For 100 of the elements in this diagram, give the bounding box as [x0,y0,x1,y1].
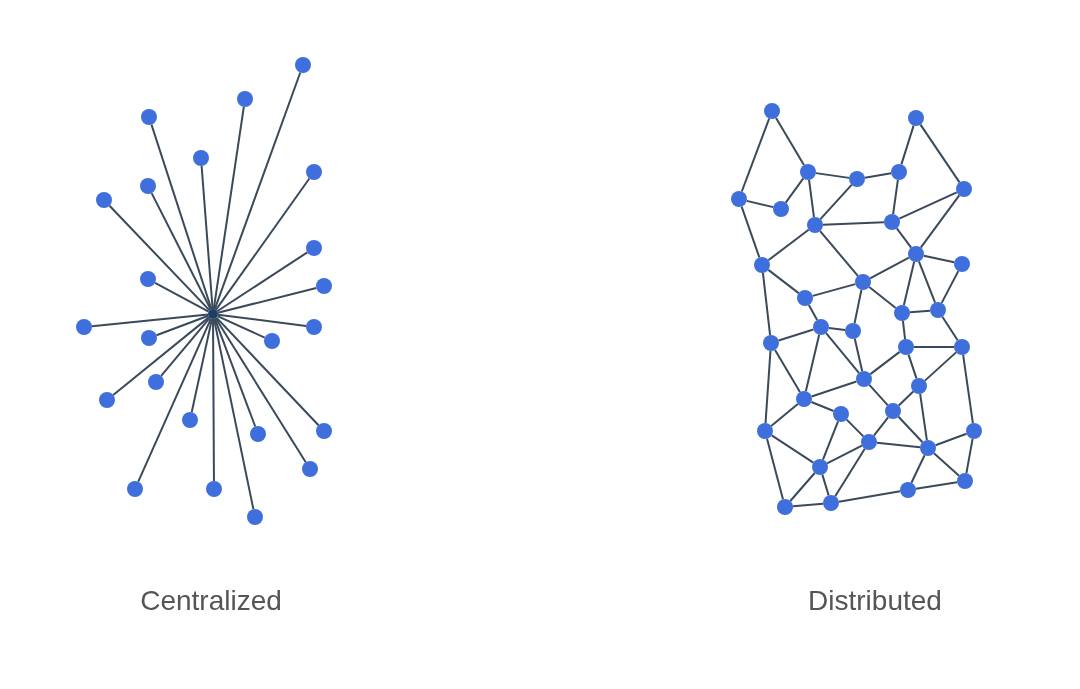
connector-line [869,256,910,280]
network-node [206,481,222,497]
connector-line [810,380,858,398]
network-node [813,319,829,335]
connector-line [767,228,810,262]
connector-line [821,420,840,461]
connector-line [190,317,213,414]
network-node [885,403,901,419]
connector-line [845,418,865,438]
connector-line [922,254,956,264]
connector-line [810,401,835,412]
network-node [849,171,865,187]
connector-line [767,268,800,295]
network-node [754,257,770,273]
connector-line [913,346,955,348]
network-node [930,302,946,318]
network-node [302,461,318,477]
network-node [807,217,823,233]
network-node [884,214,900,230]
network-node [777,499,793,515]
network-node [247,509,263,525]
connector-line [770,403,799,427]
connector-line [914,481,959,490]
connector-line [919,194,961,249]
connector-line [213,317,255,511]
connector-line [214,317,307,464]
connector-line [825,332,860,374]
connector-line [919,392,928,442]
network-node [316,423,332,439]
connector-line [212,318,215,482]
network-node [861,434,877,450]
network-node [908,246,924,262]
connector-line [869,350,901,376]
connector-line [868,383,889,407]
connector-line [941,315,959,342]
connector-line [814,172,851,179]
network-node [920,440,936,456]
connector-line [789,472,816,502]
network-node [957,473,973,489]
connector-line [761,271,772,337]
connector-line [740,117,771,193]
network-node [894,305,910,321]
network-node [141,330,157,346]
network-node [911,378,927,394]
hub-node [208,309,218,319]
network-node [898,339,914,355]
connector-line [774,348,801,394]
connector-line [834,447,866,498]
connector-line [908,309,932,314]
connector-line [770,434,815,464]
network-node [306,240,322,256]
network-node [796,391,812,407]
network-node [856,371,872,387]
connector-line [745,199,775,209]
network-node [316,278,332,294]
connector-line [923,351,958,382]
network-node [76,319,92,335]
network-node [182,412,198,428]
network-node [954,339,970,355]
network-node [250,426,266,442]
connector-line [212,105,245,311]
network-node [900,482,916,498]
connector-line [216,315,266,339]
connector-line [822,221,885,226]
connector-line [200,165,214,310]
connector-line [811,283,857,297]
connector-line [154,281,210,313]
connector-line [214,177,311,311]
connector-line [137,317,212,483]
network-type-label: Centralized [140,585,282,617]
network-node [96,192,112,208]
connector-line [215,316,320,427]
connector-line [213,317,257,428]
connector-line [902,260,916,307]
connector-line [917,260,937,304]
connector-line [777,328,815,342]
network-node [908,110,924,126]
connector-line [892,178,899,216]
network-node [800,164,816,180]
network-node [141,109,157,125]
network-node [797,290,813,306]
network-node [295,57,311,73]
network-node [954,256,970,272]
network-node [306,319,322,335]
connector-line [764,350,772,424]
network-type-label: Distributed [808,585,942,617]
network-node [764,103,780,119]
network-node [99,392,115,408]
connector-line [827,327,847,331]
network-node [855,274,871,290]
network-node [823,495,839,511]
connector-line [919,123,961,184]
network-node [891,164,907,180]
connector-line [819,230,859,277]
connector-line [872,416,890,437]
connector-line [826,444,863,465]
connector-line [853,288,863,325]
connector-line [808,178,815,219]
connector-line [150,192,212,311]
network-node [966,423,982,439]
